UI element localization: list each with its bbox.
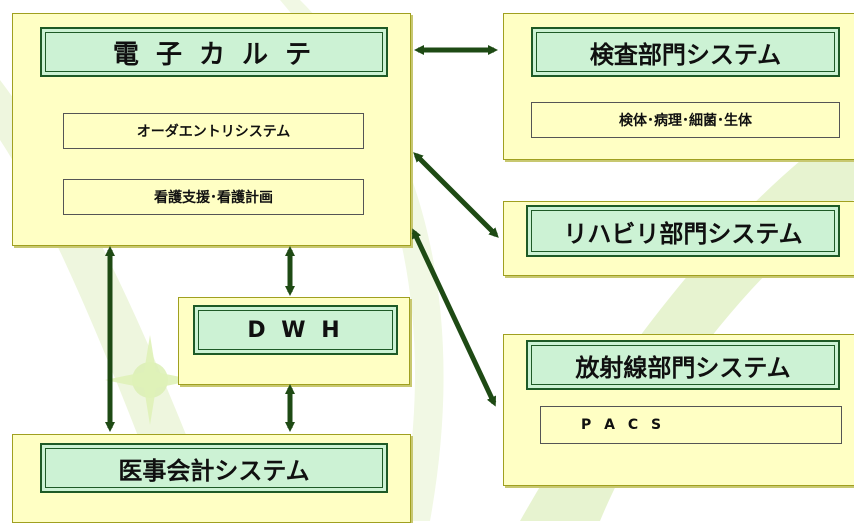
rehab-title: リハビリ部門システム: [526, 205, 840, 257]
lab-title: 検査部門システム: [531, 27, 840, 77]
radiology-title: 放射線部門システム: [526, 340, 840, 390]
pacs-item: P A C S: [540, 406, 842, 444]
lab-sub-item: 検体･病理･細菌･生体: [531, 102, 840, 138]
nursing-support-item: 看護支援･看護計画: [63, 179, 364, 215]
ehr-title: 電 子 カ ル テ: [40, 27, 388, 77]
dwh-title: D W H: [193, 305, 398, 355]
order-entry-item: オーダエントリシステム: [63, 113, 364, 149]
billing-title: 医事会計システム: [40, 443, 388, 493]
